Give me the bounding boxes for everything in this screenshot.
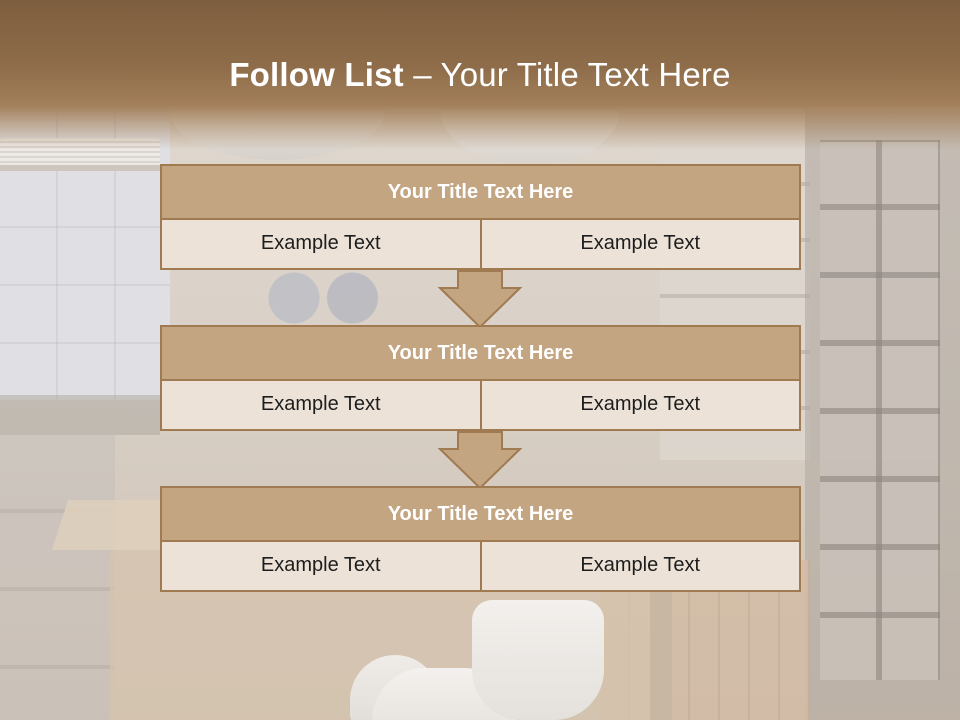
flow-block-row: Example Text Example Text bbox=[160, 220, 801, 270]
flow-block-row: Example Text Example Text bbox=[160, 381, 801, 431]
counter-top bbox=[0, 395, 160, 435]
flow-block-cell-left: Example Text bbox=[260, 393, 381, 415]
flow-block-cell-right: Example Text bbox=[479, 381, 800, 429]
flow-block-cell-left: Example Text bbox=[260, 554, 381, 576]
bowl-stack bbox=[472, 600, 604, 720]
flow-block-header: Your Title Text Here bbox=[160, 486, 801, 542]
flow-block-cell-left: Example Text bbox=[260, 232, 381, 254]
title-band bbox=[0, 0, 960, 150]
flow-block-1: Your Title Text Here Example Text Exampl… bbox=[160, 164, 801, 270]
page-title-rest: – Your Title Text Here bbox=[403, 56, 731, 93]
flow-block-2: Your Title Text Here Example Text Exampl… bbox=[160, 325, 801, 431]
flow-block-cell-right: Example Text bbox=[479, 220, 800, 268]
down-arrow-icon bbox=[438, 270, 522, 328]
flow-block-cell-right: Example Text bbox=[479, 542, 800, 590]
flow-block-header: Your Title Text Here bbox=[160, 325, 801, 381]
drawer-unit bbox=[0, 435, 115, 720]
wall-shelf bbox=[0, 165, 240, 171]
down-arrow-icon bbox=[438, 431, 522, 489]
flow-block-row: Example Text Example Text bbox=[160, 542, 801, 592]
flow-block-header: Your Title Text Here bbox=[160, 164, 801, 220]
flow-block-3: Your Title Text Here Example Text Exampl… bbox=[160, 486, 801, 592]
hanging-pots bbox=[255, 268, 385, 328]
page-title: Follow List – Your Title Text Here bbox=[0, 56, 960, 94]
page-title-bold: Follow List bbox=[229, 56, 404, 93]
table-leg bbox=[650, 560, 672, 720]
glass-cabinet-doors bbox=[820, 140, 940, 680]
